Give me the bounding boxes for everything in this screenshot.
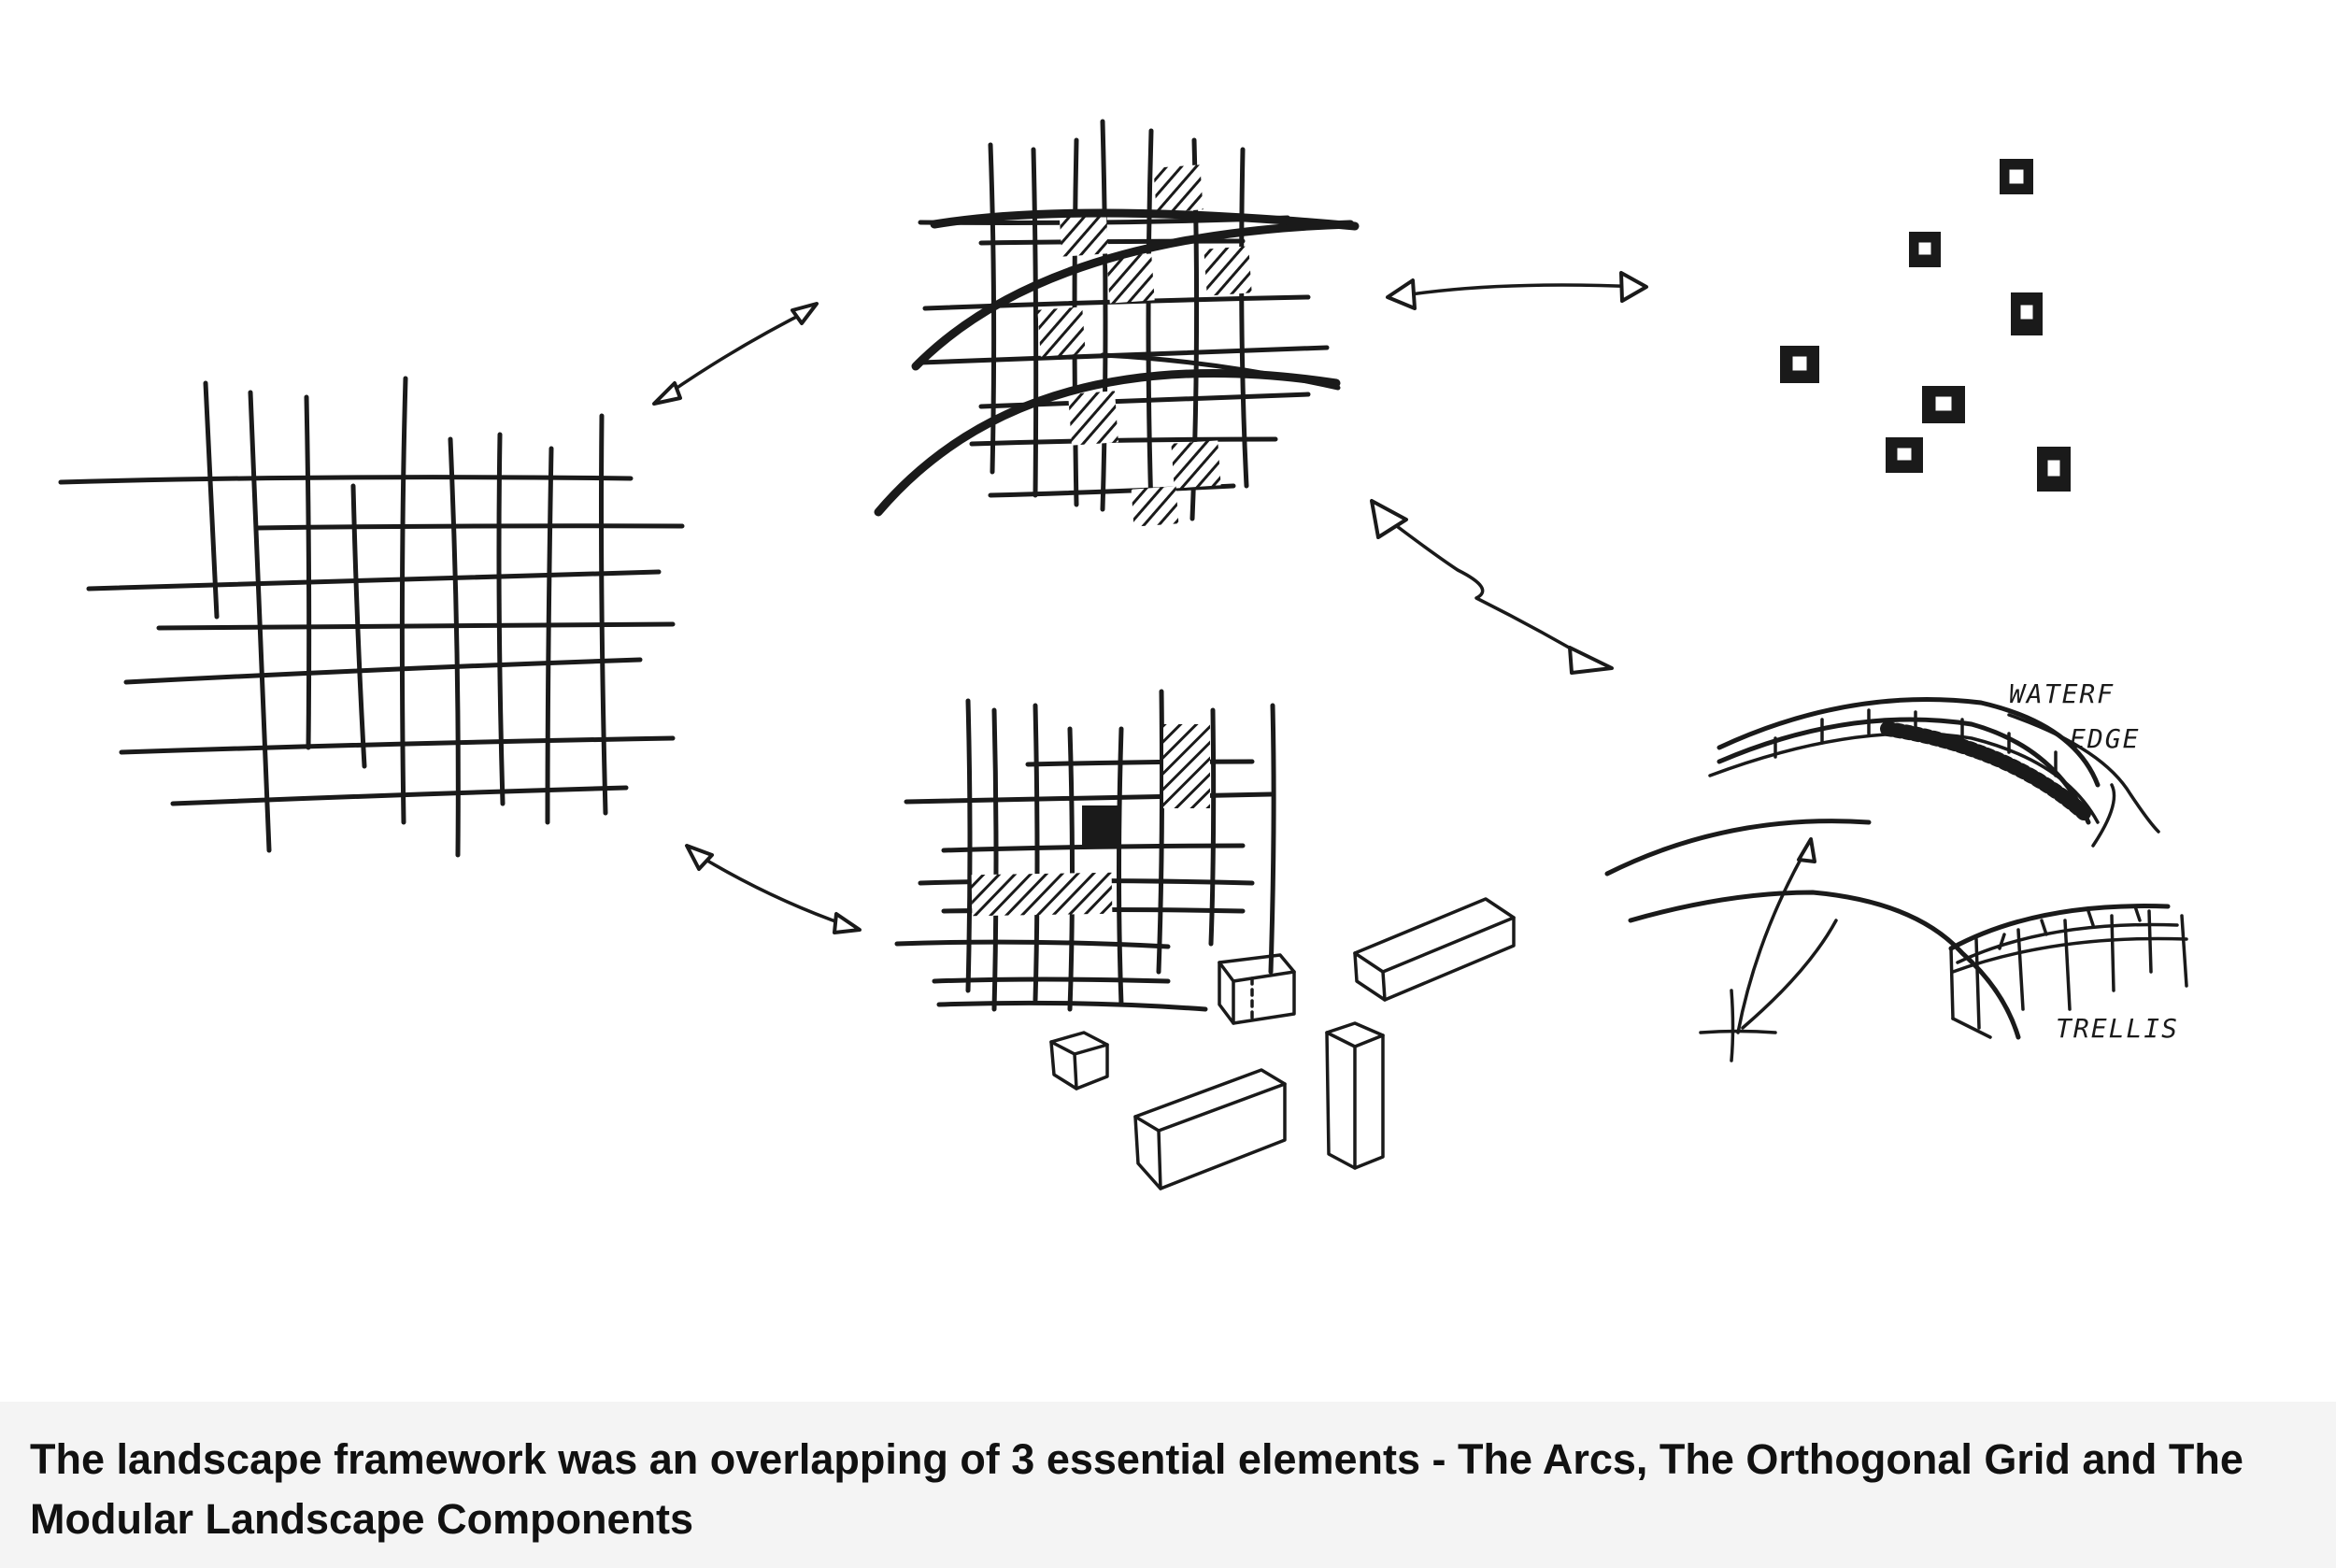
concept-sketch-diagram: WATERF EDGE TRELLIS <box>58 119 2188 1190</box>
double-arrow-4 <box>685 844 862 934</box>
label-waterfront-line2: EDGE <box>2070 723 2140 754</box>
caption-text: The landscape framework was an overlappi… <box>30 1435 2243 1543</box>
box-tiny <box>1049 1031 1109 1090</box>
double-arrow-3 <box>1370 499 1614 675</box>
box-long-top <box>1353 897 1516 1002</box>
arc-geometry <box>1604 819 2021 1062</box>
arcs-over-grid <box>874 119 1360 527</box>
grid-with-components <box>894 689 1276 1012</box>
modular-components <box>1049 897 1516 1190</box>
orthogonal-grid <box>58 376 685 858</box>
double-arrow-1 <box>652 302 819 406</box>
label-trellis: TRELLIS <box>2056 1013 2179 1044</box>
sketch-canvas: WATERF EDGE TRELLIS <box>58 119 2188 1190</box>
box-tall <box>1325 1021 1385 1170</box>
label-waterfront-line1: WATERF <box>2009 678 2115 709</box>
caption-bar: The landscape framework was an overlappi… <box>0 1402 2336 1568</box>
waterfront-edge: WATERF EDGE <box>1708 678 2160 848</box>
box-small-cube <box>1218 953 1296 1025</box>
scattered-modules <box>1780 159 2071 492</box>
double-arrow-2 <box>1386 271 1648 310</box>
box-long-bottom <box>1133 1068 1287 1190</box>
trellis: TRELLIS <box>1948 904 2188 1044</box>
